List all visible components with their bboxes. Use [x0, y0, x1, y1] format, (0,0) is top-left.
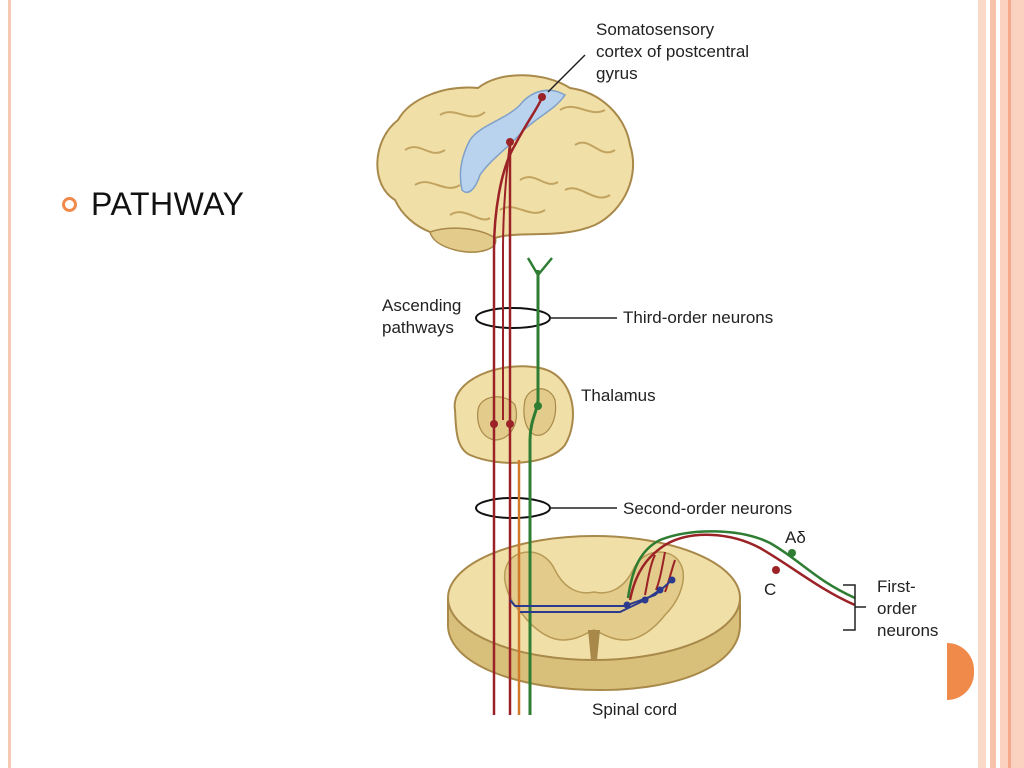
cortex-label-line3: gyrus — [596, 64, 638, 83]
cortex-label-line2: cortex of postcentral — [596, 42, 749, 61]
bullet-ring-icon — [62, 197, 77, 212]
thalamus-label: Thalamus — [581, 386, 656, 405]
thalamic-neuron — [506, 420, 514, 428]
cortex-neuron — [538, 93, 546, 101]
green-pathway-fiber — [528, 270, 540, 715]
bullet-item: PATHWAY — [62, 186, 244, 223]
right-border-stripe — [978, 0, 986, 768]
bullet-text: PATHWAY — [91, 186, 245, 222]
interneuron-body — [656, 586, 664, 594]
red-pathway-fiber — [502, 141, 511, 420]
c-cell — [772, 566, 780, 574]
right-border-stripe — [1008, 0, 1011, 768]
spinal-cord — [447, 535, 741, 692]
spinal-cord-label: Spinal cord — [592, 700, 677, 719]
second-order-ring — [475, 497, 551, 519]
thalamus — [453, 365, 574, 464]
first-order-label-line1: First- — [877, 577, 916, 596]
cortex-label-line1: Somatosensory — [596, 20, 715, 39]
ascending-label-line1: Ascending — [382, 296, 461, 315]
cortex-pointer — [547, 54, 586, 93]
interneuron-body — [668, 576, 676, 584]
red-pathway-fiber — [492, 96, 544, 715]
first-order-bracket — [843, 584, 866, 631]
second-order-label: Second-order neurons — [623, 499, 792, 518]
thalamic-neuron — [534, 402, 542, 410]
thalamic-neuron — [490, 420, 498, 428]
left-border-line — [8, 0, 11, 768]
right-border-stripe — [990, 0, 996, 768]
a-delta-cell — [788, 549, 796, 557]
a-delta-label: Aδ — [785, 528, 806, 547]
c-fiber-label: C — [764, 580, 776, 599]
ascending-label-line2: pathways — [382, 318, 454, 337]
right-border-stripe — [1000, 0, 1024, 768]
interneuron-body — [623, 601, 631, 609]
interneuron-body — [641, 596, 649, 604]
first-order-label-line3: neurons — [877, 621, 938, 640]
third-order-label: Third-order neurons — [623, 308, 773, 327]
first-order-label-line2: order — [877, 599, 917, 618]
green-fiber-branch — [526, 257, 553, 276]
a-delta-fiber — [626, 530, 856, 600]
cortex-neuron — [506, 138, 514, 146]
c-fiber — [628, 533, 856, 607]
